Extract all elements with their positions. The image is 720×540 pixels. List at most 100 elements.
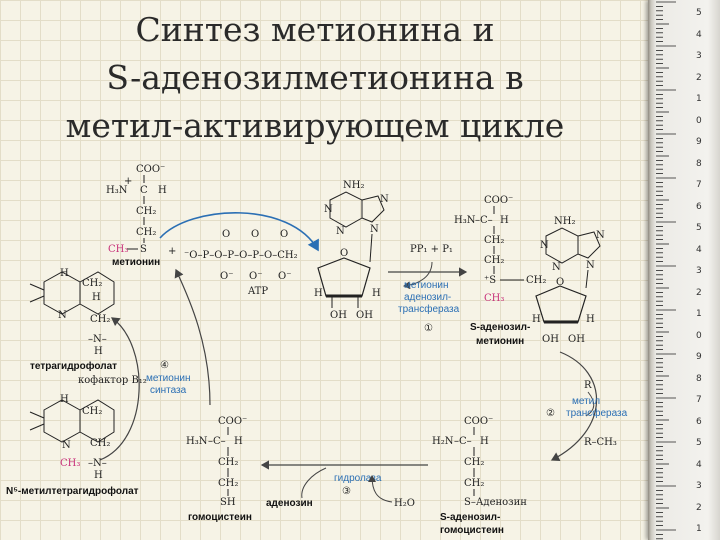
ruler-number: 5 <box>696 8 702 18</box>
hcy-ch2-a: CH₂ <box>218 457 238 468</box>
mthf-n: N <box>62 440 71 451</box>
pp-pi-byproduct: PP₁ + P₁ <box>410 244 453 255</box>
reaction-2-number: ② <box>546 408 555 419</box>
sah-s: S–Аденозин <box>464 497 527 508</box>
atp-imidazole-ring <box>361 195 385 223</box>
atp-n4: N <box>370 224 379 235</box>
atp-ribose-ring <box>317 257 371 297</box>
atp-o-top-3: O <box>280 229 288 240</box>
atp-nh2: NH₂ <box>343 180 364 191</box>
mthf-ring-left <box>43 399 81 443</box>
thf-h-top: H <box>60 268 69 279</box>
met-h3n: H₃N <box>106 185 128 196</box>
title-line-1: Синтез метионина и <box>135 10 495 49</box>
atp-o-bot-3: O⁻ <box>278 271 291 282</box>
atp-label: ATP <box>247 286 268 297</box>
atp-h-left: H <box>314 288 323 299</box>
enzyme-3: гидролаза <box>334 473 382 484</box>
met-coo: COO⁻ <box>136 164 165 175</box>
ruler-number: 6 <box>696 201 702 212</box>
mthf-ch3: CH₃ <box>60 458 80 469</box>
homocysteine-structure: COO⁻ H₃N –C– H CH₂ CH₂ SH гомоцистеин <box>186 416 252 523</box>
ruler-number: 1 <box>696 309 702 319</box>
ruler-ticks <box>656 1 676 540</box>
met-c: C <box>140 185 148 196</box>
sam-nh2: NH₂ <box>554 216 575 227</box>
sam-c: –C– <box>475 215 493 226</box>
sam-n1: N <box>540 240 549 251</box>
met-plus: + <box>124 176 132 187</box>
sam-imidazole-ring <box>577 231 601 259</box>
met-ch3: CH₃ <box>108 244 128 255</box>
atp-ribose-o: O <box>340 248 348 259</box>
ruler-number: 4 <box>696 244 702 255</box>
sam-coo: COO⁻ <box>484 195 513 206</box>
ruler-number: 5 <box>696 438 702 448</box>
hcy-coo: COO⁻ <box>218 416 247 427</box>
ruler-number: 8 <box>696 158 702 169</box>
atp-o-bot-1: O⁻ <box>220 271 233 282</box>
sam-ribose-o: O <box>556 277 564 288</box>
mthf-side-bond-2 <box>29 423 45 431</box>
ruler-number: 3 <box>696 51 702 61</box>
reaction-1: PP₁ + P₁ метионин аденозил- трансфераза … <box>388 244 468 334</box>
thf-n-ring: N <box>58 310 67 321</box>
reaction-2-arrow <box>550 351 598 461</box>
atp-n2: N <box>336 226 345 237</box>
ruler-number: 2 <box>696 502 702 513</box>
adenosine-label: аденозин <box>266 498 313 509</box>
ruler-number: 7 <box>696 395 702 405</box>
sah-ch2-b: CH₂ <box>464 478 484 489</box>
ruler-number: 8 <box>696 373 702 384</box>
ruler-number: 5 <box>696 223 702 233</box>
ruler-number: 0 <box>696 330 702 341</box>
atp-pyrimidine-ring <box>329 191 363 228</box>
mthf-h-bottom: H <box>94 470 103 481</box>
ruler-number: 3 <box>696 266 702 276</box>
reaction-4-number: ④ <box>160 360 169 371</box>
atp-o-top-1: O <box>222 229 230 240</box>
folate-transfer-arrow <box>99 317 140 461</box>
atp-o-bot-2: O⁻ <box>249 271 262 282</box>
thf-ch2: CH₂ <box>90 314 110 325</box>
water-arrow <box>368 475 393 503</box>
byproduct-arrow <box>403 261 433 290</box>
sam-oh-1: OH <box>542 334 559 345</box>
enzyme-2-line-1: метил <box>572 396 600 407</box>
sam-n3: N <box>596 230 605 241</box>
sam-n2: N <box>552 262 561 273</box>
thf-ch2-ring: CH₂ <box>82 278 102 289</box>
mthf-h-top: H <box>60 394 69 405</box>
enzyme-1-line-3: трансфераза <box>398 303 460 315</box>
mthf-ch2-ring: CH₂ <box>82 406 102 417</box>
sam-h3n: H₃N <box>454 215 476 226</box>
atp-n1: N <box>324 204 333 215</box>
atp-oh-1: OH <box>330 310 347 321</box>
ruler-number: 4 <box>696 29 702 40</box>
thf-side-bond-1 <box>29 283 45 291</box>
ruler-number: 2 <box>696 287 702 298</box>
reaction-4-arrow <box>174 268 211 406</box>
ruler-number: 1 <box>696 94 702 104</box>
sam-structure: COO⁻ H₃N –C– H CH₂ CH₂ ⁺S CH₃ CH₂ NH₂ N … <box>454 195 605 347</box>
ruler-number: 6 <box>696 416 702 427</box>
sam-ch3: CH₃ <box>484 293 504 304</box>
enzyme-1-line-2: аденозил- <box>404 292 451 303</box>
atp-n3: N <box>380 194 389 205</box>
rch3-product: R–CH₃ <box>584 437 617 448</box>
sam-n4: N <box>586 260 595 271</box>
mthf-ring-right <box>79 399 115 443</box>
sah-h: H <box>480 436 489 447</box>
methionine-cycle-diagram: COO⁻ H₃N + C H CH₂ CH₂ CH₃ S метионин + … <box>6 164 628 536</box>
thf-h-mid: H <box>92 292 101 303</box>
sah-structure: COO⁻ H₂N –C– H CH₂ CH₂ S–Аденозин S-аден… <box>432 416 527 536</box>
sah-c: –C– <box>454 436 472 447</box>
slide-title: Синтез метионина и S-аденозилметионина в… <box>10 6 620 150</box>
sam-ch2-b: CH₂ <box>484 255 504 266</box>
cofactor-b12: кофактор B₁₂ <box>78 375 147 386</box>
thf-side-bond-2 <box>29 295 45 303</box>
thf-label: тетрагидрофолат <box>30 360 117 372</box>
reaction-3-number: ③ <box>342 486 351 497</box>
thf-structure: H CH₂ H N CH₂ –N– H тетрагидрофолат <box>29 268 117 372</box>
